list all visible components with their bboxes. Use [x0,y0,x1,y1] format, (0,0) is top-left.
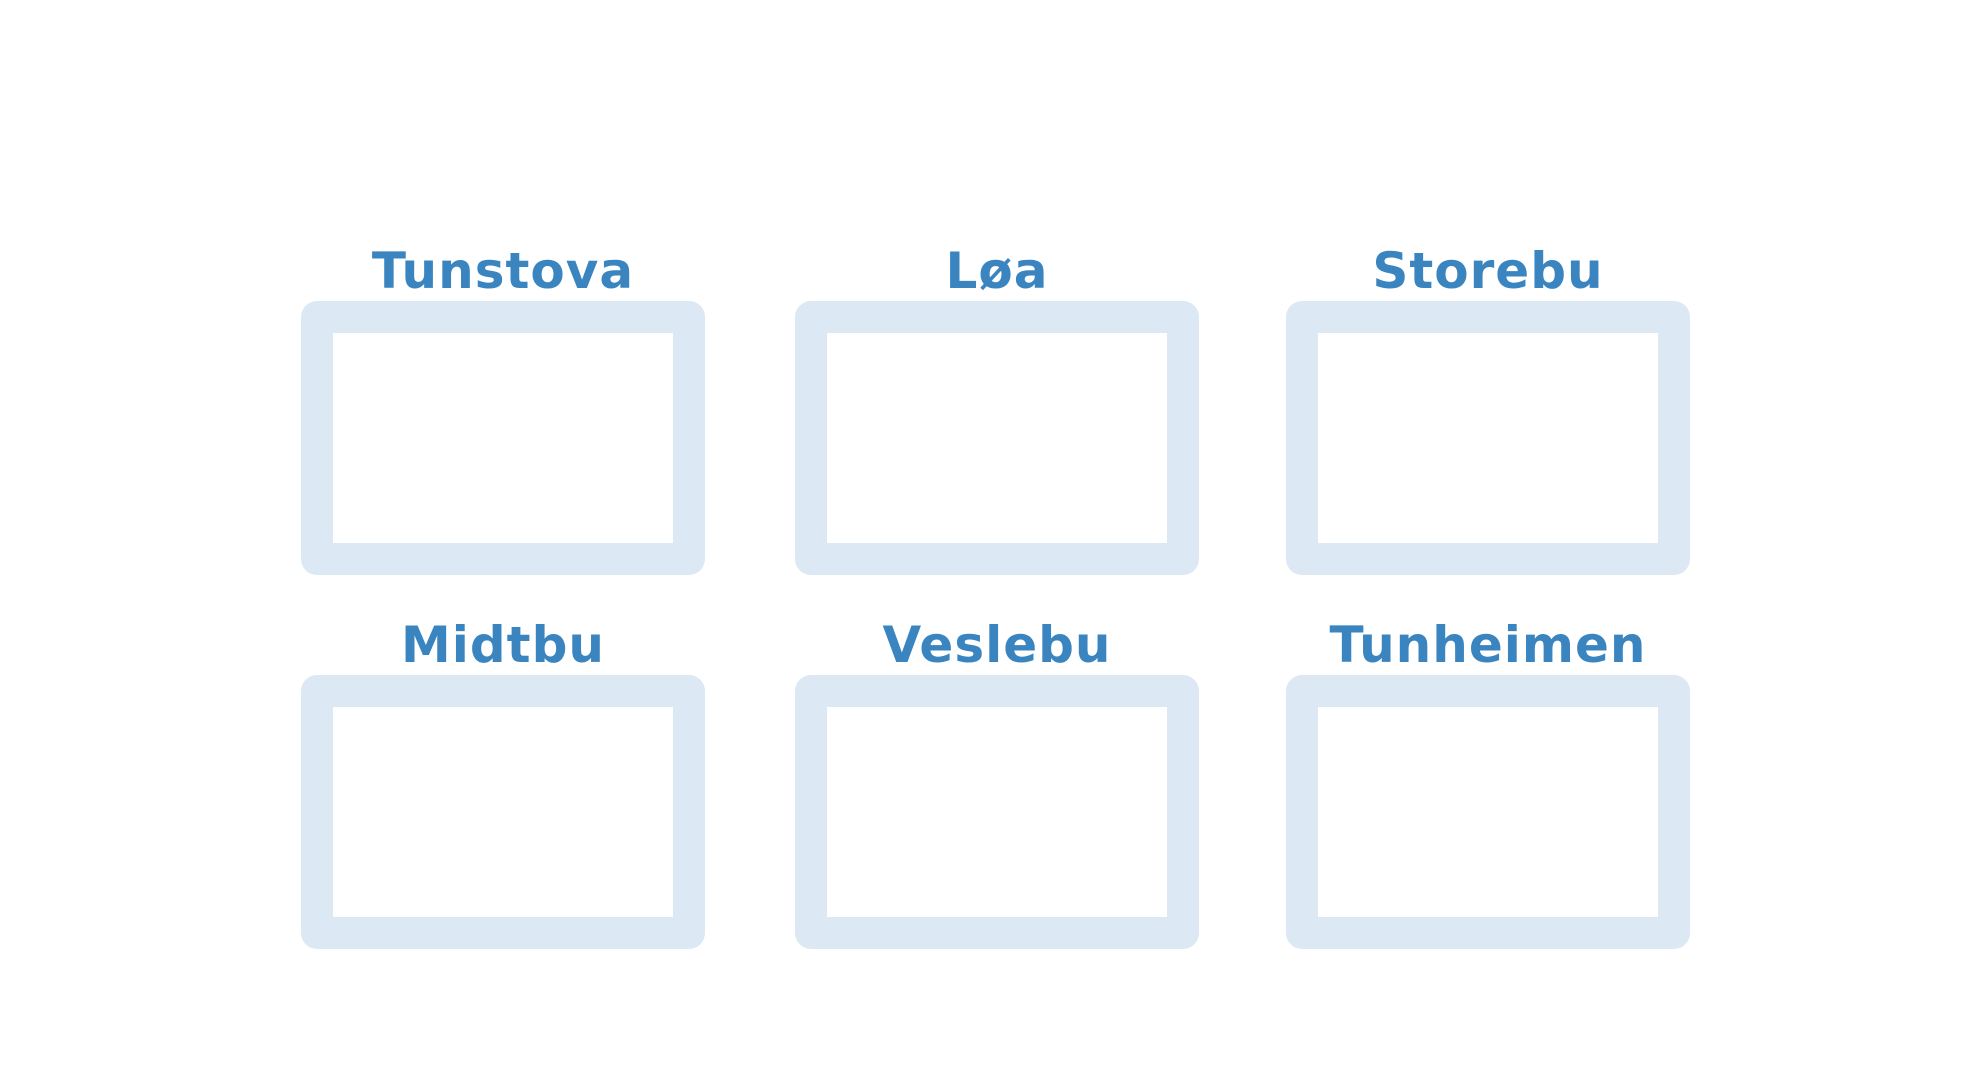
room-title: Veslebu [882,616,1112,674]
room-frame[interactable] [795,301,1199,575]
room-frame[interactable] [1286,301,1690,575]
room-frame[interactable] [795,675,1199,949]
room-frame[interactable] [301,675,705,949]
room-frame[interactable] [1286,675,1690,949]
room-title: Tunstova [371,242,635,300]
room-frame[interactable] [301,301,705,575]
room-title: Løa [945,242,1049,300]
room-title: Tunheimen [1329,616,1647,674]
room-title: Midtbu [401,616,605,674]
room-title: Storebu [1372,242,1604,300]
